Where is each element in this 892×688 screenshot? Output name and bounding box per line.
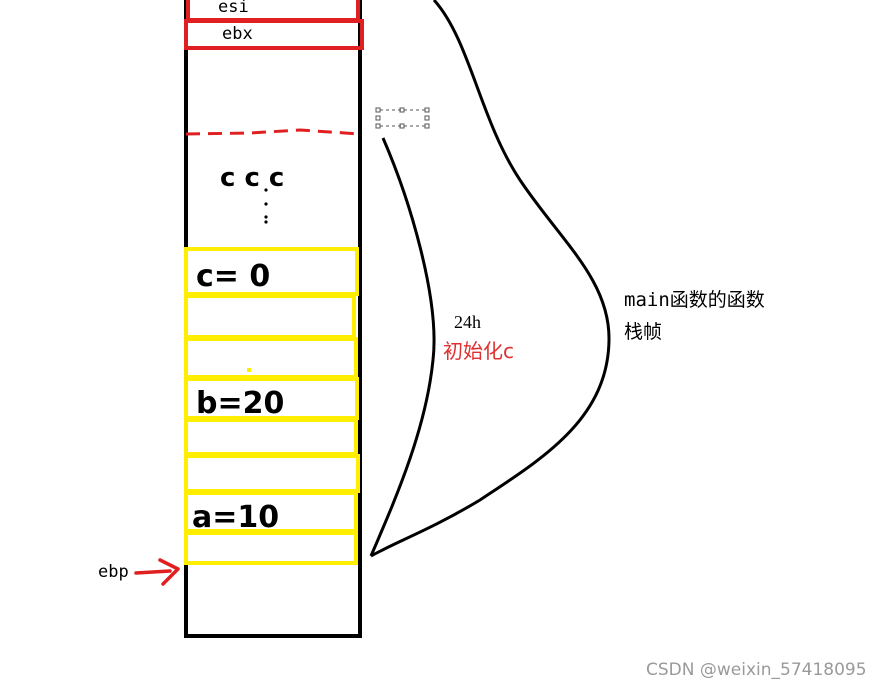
frame-top-boundary [185, 128, 361, 136]
size-label: 24h [454, 312, 481, 332]
frame-label-line1: main函数的函数 [624, 289, 765, 311]
yellow-slots [184, 247, 360, 565]
esi-label: esi [218, 0, 249, 17]
ebx-box [184, 19, 364, 50]
slot-3 [184, 418, 358, 456]
slot-5 [184, 531, 358, 565]
slot-2 [184, 337, 358, 379]
frame-label-line2: 栈帧 [624, 321, 662, 343]
init-note-label: 初始化c [443, 339, 514, 363]
selection-handles [375, 107, 430, 129]
watermark-text: CSDN @weixin_57418095 [646, 660, 867, 680]
c-init-label: c= 0 [196, 259, 270, 294]
ebp-label: ebp [98, 562, 129, 582]
yellow-dot [247, 368, 251, 372]
frame-brace-curve [370, 0, 611, 558]
a-init-label: a=10 [192, 500, 279, 535]
slot-4 [184, 454, 360, 493]
ebp-arrow [134, 558, 180, 586]
b-init-label: b=20 [196, 386, 284, 421]
c-fill-label: c c c [220, 163, 284, 193]
slot-1 [184, 294, 356, 339]
init-brace-curve [369, 137, 436, 557]
stack-column [184, 0, 362, 638]
ebx-label: ebx [222, 24, 253, 44]
ellipsis-dots [264, 188, 268, 224]
esi-box [186, 0, 360, 22]
